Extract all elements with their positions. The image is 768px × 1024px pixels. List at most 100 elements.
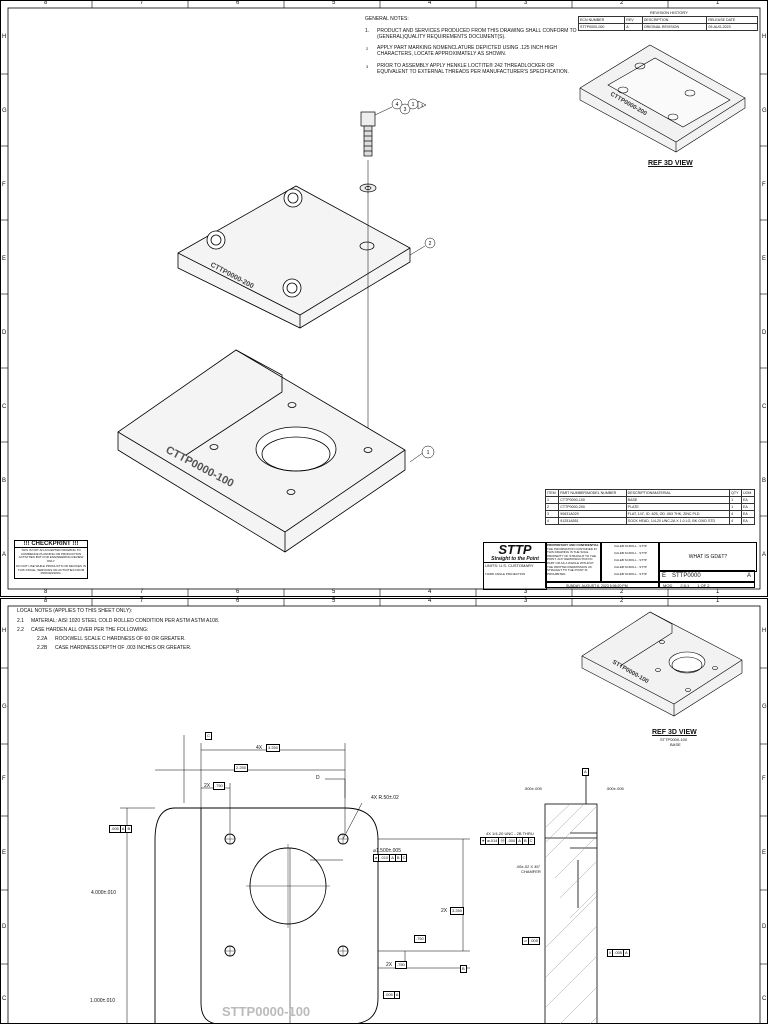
local-note-2-1: MATERIAL: AISI 1020 STEEL COLD ROLLED CO… — [31, 618, 220, 624]
zone-row-h: H — [2, 34, 7, 40]
bom-cell: 1 — [544, 496, 560, 504]
sheet2-graphics: STTP0000-100 — [0, 598, 768, 1024]
zone-col-1-bottom: 1 — [716, 589, 720, 595]
fcf-symbol: ⌖ — [482, 838, 487, 844]
fcf-symbol: ⌀ — [375, 855, 380, 861]
rev-header-desc: DESCRIPTION — [641, 16, 708, 24]
bom-cell: 90631A029 — [558, 510, 627, 518]
dim-2x-prefix-b: 2X — [441, 908, 448, 914]
dim-3250b-basic: 3.250 — [450, 907, 465, 915]
fcf-value: .005 — [385, 992, 395, 998]
zone-col-5: 5 — [332, 0, 336, 6]
dim-750: .750 — [215, 783, 223, 788]
zone-col-8: 8 — [44, 0, 48, 6]
proprietary-title: PROPRIETARY AND CONFIDENTIAL — [547, 543, 599, 547]
zone-row-f: F — [2, 182, 6, 188]
bill-of-materials: ITEM PART NUMBER/MODEL NUMBER DESCRIPTIO… — [544, 489, 756, 525]
bom-cell: 4 — [729, 510, 742, 518]
local-note-2-2b: CASE HARDNESS DEPTH OF .003 INCHES OR GR… — [55, 645, 192, 651]
fcf-datum: C — [402, 855, 406, 860]
zone-col-1: 1 — [716, 0, 720, 6]
zone-col-6-bottom: 6 — [236, 589, 240, 595]
bom-header-uom: UOM — [740, 489, 756, 497]
chamfer-label: CHAMFER — [521, 869, 541, 874]
zone-col-3-s2: 3 — [524, 598, 528, 604]
local-note-2-2b-number: 2.2B — [37, 645, 48, 651]
bom-cell: CTTP0000-200 — [558, 503, 627, 511]
zone-col-5-bottom: 5 — [332, 589, 336, 595]
zone-row-a: A — [2, 552, 7, 558]
drawing-sheet-2: STTP0000-100 — [0, 598, 768, 1024]
rev-header-date: RELEASE DATE — [706, 16, 758, 24]
zone-row-e: E — [2, 256, 7, 262]
drawing-sheet-count: 1 OF 2 — [697, 583, 710, 588]
sheet1-graphics: 4 3 1 3 2 1 CTTP0000-200 CTTP0000-100 CT… — [0, 0, 768, 597]
bom-cell: 2 — [544, 503, 560, 511]
screw-drawing — [359, 111, 377, 450]
fcf-value: .010 — [380, 855, 391, 861]
rev-row-date: 09-AUG-2023 — [706, 23, 758, 31]
note-2-text: APPLY PART MARKING NOMENCLATURE DEPICTED… — [377, 45, 558, 57]
zone-row-d: D — [2, 330, 7, 336]
local-note-2-1-number: 2.1 — [17, 618, 24, 624]
table-row: 2 CTTP0000-200 PLATE 1 EA — [544, 503, 756, 511]
ref-3d-iso-base — [581, 611, 743, 717]
zone-row-a-right: A — [762, 552, 767, 558]
dim-250-basic: 2.250 — [234, 764, 249, 772]
bom-cell: SOCK HEAD, 1/4-20 UNC-2A X 1.0 LG, BK OX… — [625, 517, 731, 525]
zone-row-c: C — [2, 404, 7, 410]
bom-cell: BASE — [625, 496, 731, 504]
local-note-2-2-number: 2.2 — [17, 627, 24, 633]
zone-col-2-s2: 2 — [620, 598, 624, 604]
zone-row-g-s2: G — [2, 704, 7, 710]
fcf-value: .000 — [507, 838, 518, 844]
bom-header-item: ITEM — [544, 489, 560, 497]
balloon-1: 1 — [427, 450, 430, 456]
company-tagline: Straight to the Point — [491, 556, 539, 562]
note-3-text: PRIOR TO ASSEMBLY APPLY HENKLE LOCTITE® … — [377, 63, 569, 75]
zone-col-4-bottom: 4 — [428, 589, 432, 595]
zone-row-c-s2-right: C — [762, 996, 767, 1002]
bom-cell: 91251A551 — [558, 517, 627, 525]
note-1-number: 1. — [365, 28, 370, 34]
dim-2x-prefix-c: 2X — [386, 962, 393, 968]
side-dim-left: .500±.005 — [524, 786, 542, 791]
zone-col-3: 3 — [524, 0, 528, 6]
rev-header-ecn: ECN NUMBER — [577, 16, 626, 24]
flatness-icon: ▱ — [524, 938, 530, 944]
drawing-number: STTP0000 — [672, 573, 701, 579]
dim-3250: 3.250 — [268, 745, 279, 750]
zone-row-g-right: G — [762, 108, 767, 114]
note-2-flag: 2 — [366, 46, 369, 51]
table-row: 4 91251A551 SOCK HEAD, 1/4-20 UNC-2A X 1… — [544, 517, 756, 525]
zone-col-8-s2: 8 — [44, 598, 48, 604]
zone-row-d-s2-right: D — [762, 924, 767, 930]
table-row: 3 90631A029 FLAT, 1/4", ID .625, OD .063… — [544, 510, 756, 518]
side-dim-right: .500±.005 — [606, 786, 624, 791]
datum-c: C — [207, 733, 210, 738]
dim-750-basic: .750 — [213, 782, 225, 790]
dim-750b-basic: .750 — [395, 961, 407, 969]
zone-row-g: G — [2, 108, 7, 114]
balloon-4-top: 4 — [396, 102, 399, 108]
note-3-flag: 3 — [366, 64, 369, 69]
bom-header-pn: PART NUMBER/MODEL NUMBER — [558, 489, 627, 497]
balloon-flag-3: 3 — [421, 103, 424, 108]
bom-cell: EA — [740, 510, 756, 518]
side-view-base — [544, 770, 598, 1024]
zone-row-c-right: C — [762, 404, 767, 410]
revision-history-title: REVISION HISTORY — [650, 10, 688, 15]
rev-header-rev: REV — [624, 16, 643, 24]
zone-col-2: 2 — [620, 0, 624, 6]
table-row: 1 CTTP0000-100 BASE 1 EA — [544, 496, 756, 504]
bom-cell: EA — [740, 496, 756, 504]
datum-a: A — [584, 769, 587, 774]
zone-col-2-bottom: 2 — [620, 589, 624, 595]
zone-col-3-bottom: 3 — [524, 589, 528, 595]
ref-3d-view-label-s2: REF 3D VIEW — [652, 729, 697, 736]
approved-by: CALEB SCROLL - STTP — [614, 565, 647, 569]
datum-b: B — [462, 966, 465, 971]
zone-row-d-right: D — [762, 330, 767, 336]
fcf-datum: A — [121, 826, 127, 832]
